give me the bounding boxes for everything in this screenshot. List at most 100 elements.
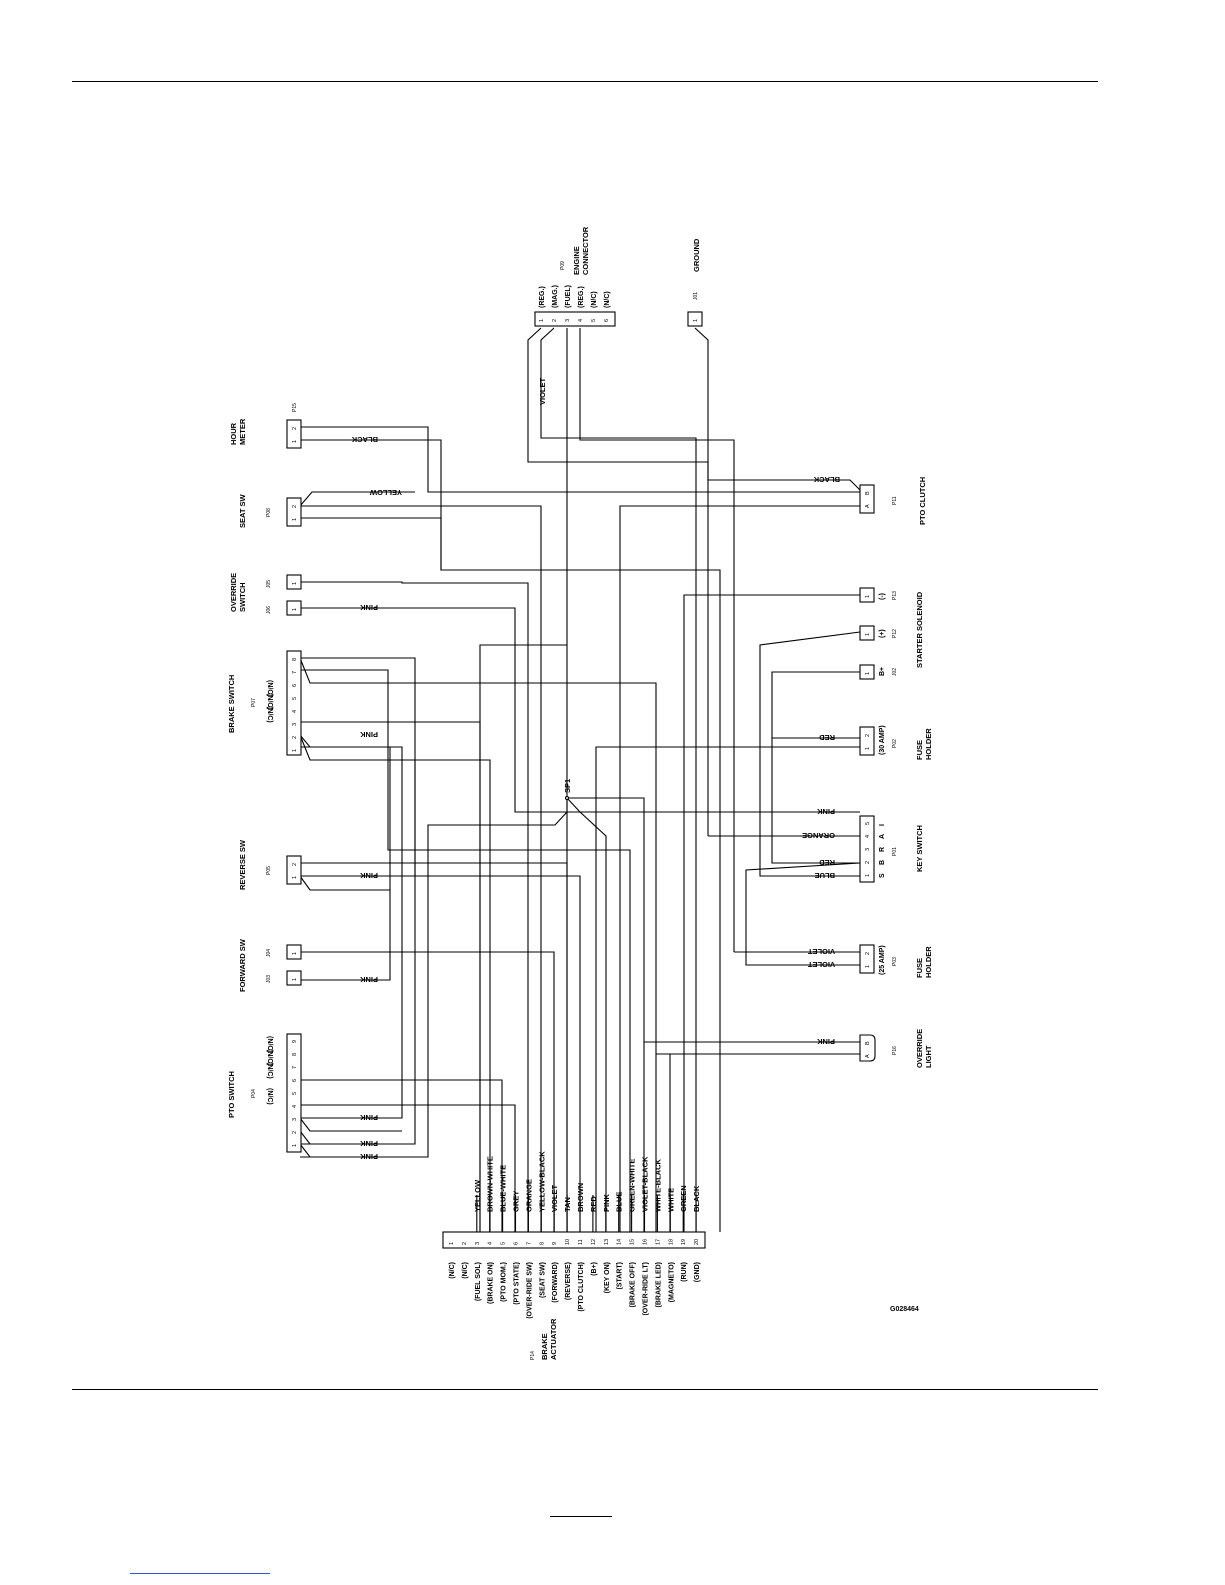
- wire-actuator-5: [415, 759, 491, 1232]
- splice-label: SP1: [563, 779, 572, 793]
- forward-j03-pin: 1: [292, 978, 298, 981]
- starter-minus-label: (-): [879, 593, 886, 600]
- actuator-pin-16: 16: [643, 1239, 649, 1245]
- brake-switch-connector: 8 7 6 5 4 3 2 1 (N/C) (N/C) (N/C) P07 BR…: [227, 650, 302, 756]
- override-title-1: OVERRIDE: [229, 573, 238, 612]
- pto-nc-8: (N/C): [266, 1049, 273, 1066]
- brake-pin-7: 7: [292, 671, 298, 674]
- wire-engine-pin4: [579, 328, 735, 952]
- label-yellow-seat: YELLOW: [369, 488, 402, 497]
- actuator-pin-4: 4: [488, 1242, 494, 1245]
- label-violet-engine: VIOLET: [538, 377, 547, 405]
- wire-yellow-up: [479, 644, 567, 1232]
- actuator-wire-19: GREEN: [679, 1185, 688, 1212]
- wire-splice-b: [566, 797, 607, 1232]
- pto-pin-8: 8: [292, 1053, 298, 1056]
- label-black-hour: BLACK: [351, 435, 378, 444]
- brake-actuator-title-2: ACTUATOR: [549, 1318, 558, 1360]
- fuse25-body: [859, 944, 875, 974]
- fuse25-pin-1: 1: [865, 965, 871, 968]
- actuator-wire-20: BLACK: [692, 1185, 701, 1212]
- label-violet-fuse25a: VIOLET: [807, 947, 835, 956]
- pto-ref: P04: [251, 1089, 257, 1098]
- brake-pin-8: 8: [292, 658, 298, 661]
- hour-meter-ref: P15: [292, 403, 298, 412]
- key-pin-5: 5: [865, 822, 871, 825]
- actuator-signal-12: (B+): [591, 1262, 598, 1276]
- actuator-wire-13: PINK: [602, 1193, 611, 1212]
- pto-switch-connector: 9 8 7 6 5 4 3 2 1 (N/C) (N/C) (N/C) (N/C…: [227, 1033, 302, 1153]
- ground-ref: J01: [693, 292, 699, 300]
- fuse30-rating: (30 AMP): [879, 725, 886, 755]
- brake-title: BRAKE SWITCH: [227, 675, 236, 733]
- engine-pin-1: 1: [539, 319, 545, 322]
- seat-pin-1: 1: [292, 518, 298, 521]
- pto-pin-7: 7: [292, 1066, 298, 1069]
- actuator-wire-10: TAN: [563, 1197, 572, 1212]
- key-title: KEY SWITCH: [915, 825, 924, 872]
- pto-clutch-connector: B A P11 PTO CLUTCH: [859, 477, 927, 525]
- page-number-underline: [550, 1516, 612, 1517]
- actuator-pin-2: 2: [462, 1242, 468, 1245]
- engine-pin-4: 4: [578, 319, 584, 322]
- brake-actuator-ref: P14: [530, 1351, 536, 1360]
- pto-title: PTO SWITCH: [227, 1071, 236, 1118]
- wire-override-j06-pink: [300, 607, 860, 813]
- brake-pin-2: 2: [292, 736, 298, 739]
- actuator-wire-5: BLUE-WHITE: [499, 1165, 508, 1212]
- pto-pin-4: 4: [292, 1105, 298, 1108]
- wire-brake-2-pink: [299, 734, 391, 981]
- figure-id: G028464: [890, 1306, 919, 1313]
- actuator-wire-17: WHITE-BLACK: [653, 1159, 662, 1212]
- key-pin-1: 1: [865, 874, 871, 877]
- actuator-signal-11: (PTO CLUTCH): [578, 1262, 585, 1312]
- actuator-wire-14: BLUE: [615, 1192, 624, 1212]
- actuator-pin-17: 17: [655, 1239, 661, 1245]
- wire-seat-2b: [300, 505, 542, 1232]
- actuator-pin-13: 13: [604, 1239, 610, 1245]
- actuator-signal-18: (MAGNETO): [668, 1262, 675, 1302]
- engine-connector-body: [534, 311, 616, 327]
- actuator-pin-9: 9: [552, 1242, 558, 1245]
- wire-splice-c: [567, 797, 645, 1232]
- brake-actuator-body: [442, 1231, 706, 1249]
- actuator-pin-20: 20: [694, 1239, 700, 1245]
- starter-p12-body: [859, 625, 875, 641]
- forward-j03-ref: J03: [266, 975, 272, 983]
- fuse30-pin-1: 1: [865, 747, 871, 750]
- wire-pto-clutch-a: [619, 505, 860, 1232]
- label-red-fuse: RED: [819, 733, 835, 742]
- actuator-pin-18: 18: [668, 1239, 674, 1245]
- wire-pto-6: [300, 1079, 503, 1232]
- actuator-pin-15: 15: [630, 1239, 636, 1245]
- actuator-signal-9: (FORWARD): [552, 1262, 559, 1303]
- label-pink-pto-2: PINK: [359, 1139, 378, 1148]
- key-pin-3: 3: [865, 848, 871, 851]
- actuator-signal-2: (N/C): [462, 1262, 469, 1279]
- actuator-wire-3: YELLOW: [473, 1179, 482, 1212]
- hour-meter-connector: 1 2 P15 HOUR METER: [229, 403, 302, 449]
- actuator-wire-4: BROWN-WHITE: [486, 1156, 495, 1212]
- wire-seat-2-yellow: [299, 491, 415, 507]
- fuse-holder-30-connector: 2 1 (30 AMP) P02 FUSE HOLDER: [859, 725, 933, 760]
- actuator-wire-9: VIOLET: [550, 1184, 559, 1212]
- splice-sp1: SP1: [563, 779, 572, 801]
- label-pink-key: PINK: [816, 807, 835, 816]
- actuator-wire-12: RED: [589, 1196, 598, 1212]
- wire-reverse-2: [300, 862, 568, 1232]
- wire-ground-black: [694, 327, 861, 491]
- wire-brake-1b: [299, 734, 416, 1145]
- fuse25-rating: (25 AMP): [879, 945, 886, 975]
- key-switch-body: [859, 815, 875, 883]
- seat-switch-body: [286, 497, 302, 527]
- wire-starter-minus: [683, 594, 860, 1232]
- override-light-body: [859, 1034, 876, 1062]
- wire-key-2-red: [771, 738, 860, 864]
- engine-pin-3: 3: [565, 319, 571, 322]
- pto-clutch-ref: P11: [892, 496, 898, 505]
- brake-actuator-title-1: BRAKE: [540, 1333, 549, 1360]
- hour-meter-pin-2: 2: [292, 427, 298, 430]
- brake-pin-4: 4: [292, 710, 298, 713]
- actuator-pin-12: 12: [591, 1239, 597, 1245]
